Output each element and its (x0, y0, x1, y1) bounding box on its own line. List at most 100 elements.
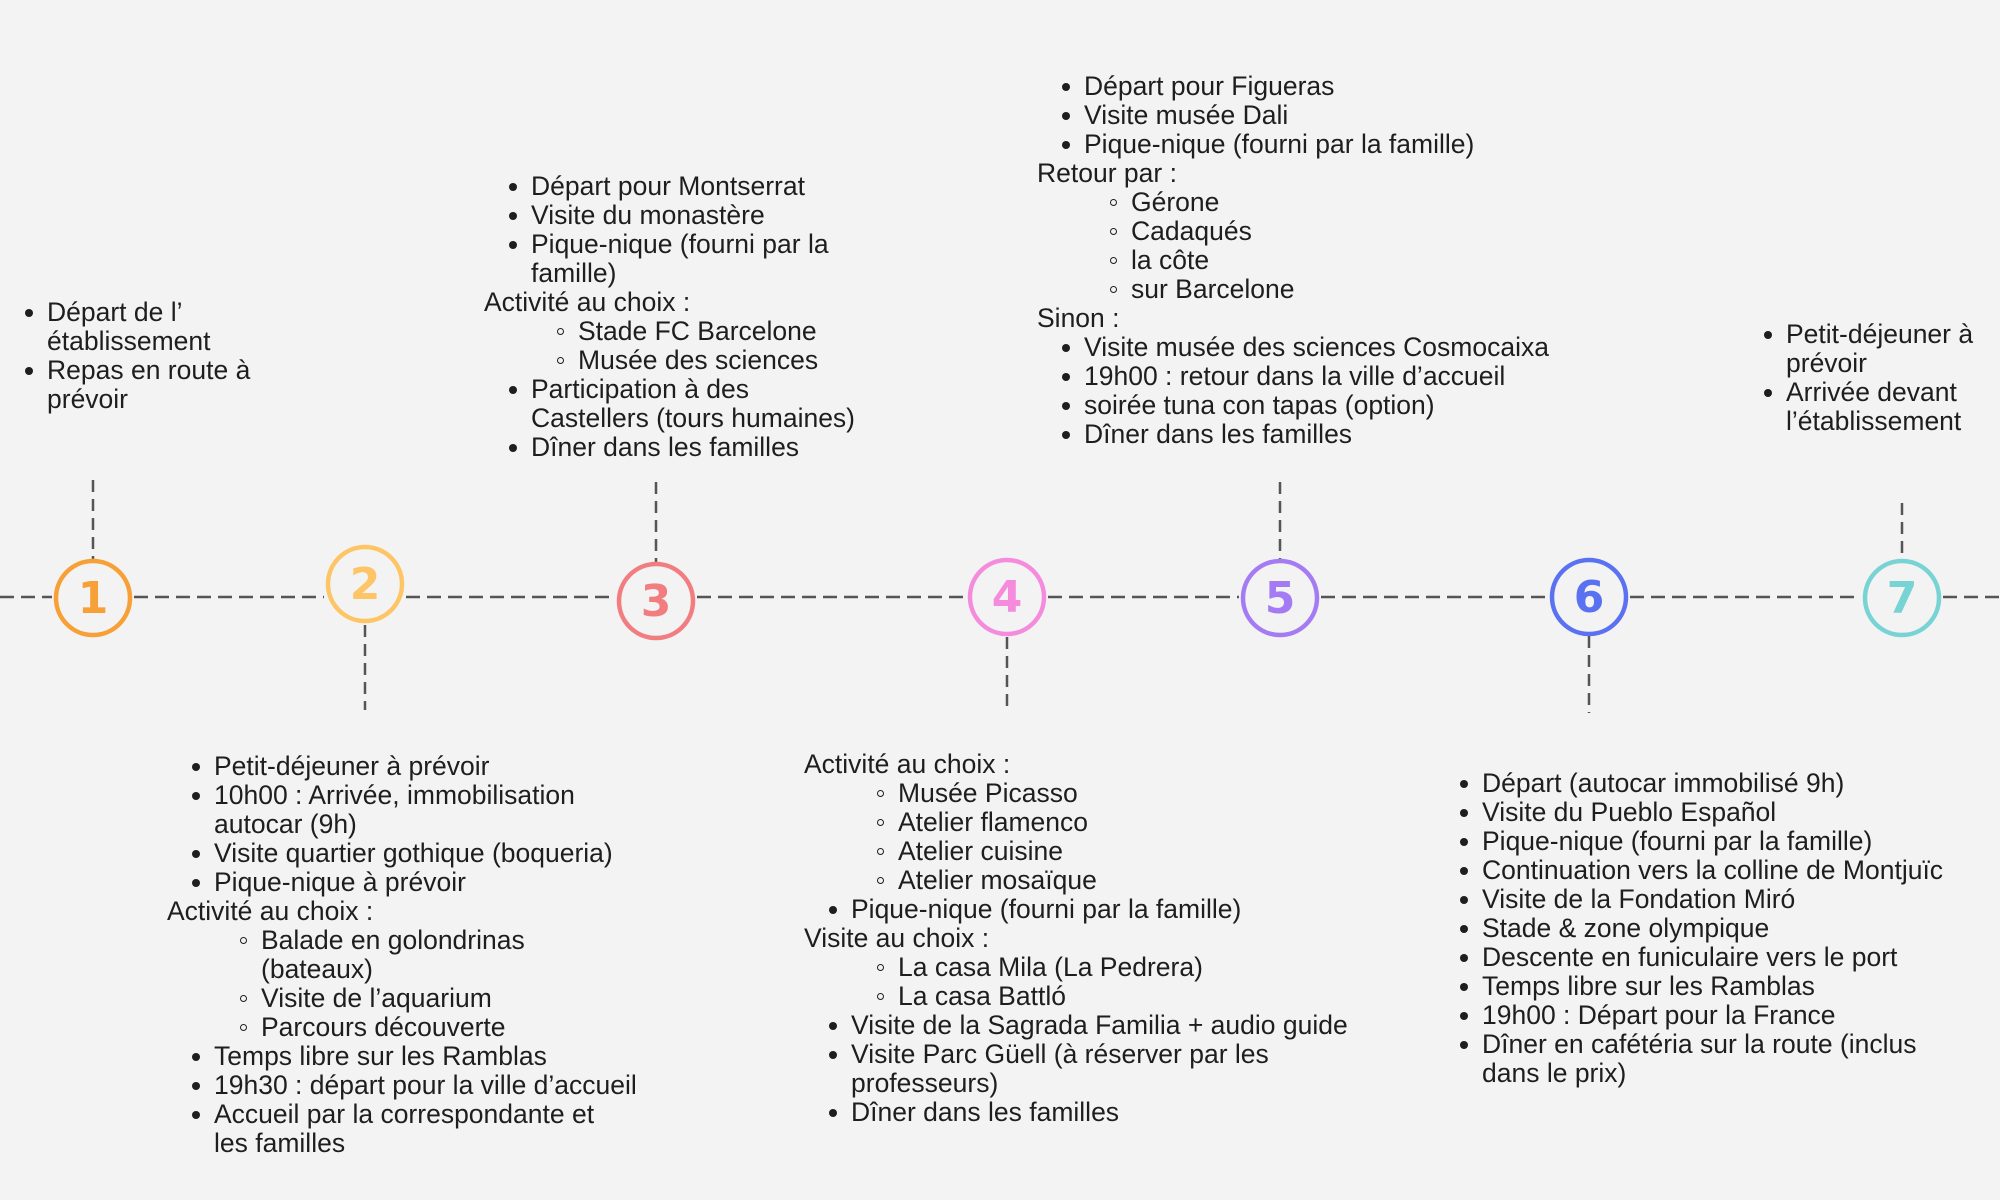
bullet-icon (1460, 925, 1468, 933)
item-text: Stade FC Barcelone (578, 316, 817, 346)
bullet-icon (1764, 389, 1772, 397)
bullet-icon (1460, 896, 1468, 904)
item-text: Visite de la Fondation Miró (1482, 884, 1796, 914)
item-text: Activité au choix : (167, 896, 374, 926)
step-circle (53, 558, 133, 638)
item-text: dans le prix) (1482, 1058, 1627, 1088)
bullet-icon (1062, 344, 1070, 352)
sub-list-item: Balade en golondrinas (167, 926, 637, 955)
bullet-icon (829, 1109, 837, 1117)
step-4-marker: 4 (967, 557, 1047, 637)
item-text: Visite Parc Güell (à réserver par les (851, 1039, 1269, 1069)
list-item: Départ de l’ (0, 298, 250, 327)
item-text: Pique-nique à prévoir (214, 867, 466, 897)
bullet-icon (1062, 83, 1070, 91)
item-text: Atelier flamenco (898, 807, 1089, 837)
item-text: Visite de la Sagrada Familia + audio gui… (851, 1010, 1348, 1040)
list-item: Pique-nique (fourni par la famille) (1037, 130, 1549, 159)
list-item: Repas en route à (0, 356, 250, 385)
list-item: Accueil par la correspondante et (167, 1100, 637, 1129)
item-text: sur Barcelone (1131, 274, 1295, 304)
list-item: Temps libre sur les Ramblas (167, 1042, 637, 1071)
list-item: Visite de la Fondation Miró (1435, 885, 1943, 914)
item-text: Visite musée des sciences Cosmocaixa (1084, 332, 1549, 362)
sub-list-item: Stade FC Barcelone (484, 317, 855, 346)
item-text: Retour par : (1037, 158, 1177, 188)
sub-list-item: Atelier mosaïque (804, 866, 1348, 895)
item-text: Activité au choix : (484, 287, 691, 317)
hollow-bullet-icon (877, 993, 884, 1000)
bullet-icon (1460, 809, 1468, 817)
step-number: 3 (641, 576, 672, 627)
list-item: Visite du monastère (484, 201, 855, 230)
list-item: soirée tuna con tapas (option) (1037, 391, 1549, 420)
bullet-icon (1460, 867, 1468, 875)
list-item: Pique-nique (fourni par la (484, 230, 855, 259)
bullet-icon (1062, 373, 1070, 381)
list-item: Descente en funiculaire vers le port (1435, 943, 1943, 972)
item-text: Stade & zone olympique (1482, 913, 1770, 943)
item-text: Dîner dans les familles (851, 1097, 1120, 1127)
item-text: Musée des sciences (578, 345, 819, 375)
step-number: 5 (1265, 573, 1296, 624)
bullet-icon (1460, 1012, 1468, 1020)
item-text: Repas en route à (47, 355, 251, 385)
item-text: 19h00 : retour dans la ville d’accueil (1084, 361, 1506, 391)
list-item-continuation: les familles (167, 1129, 637, 1158)
list-item: Temps libre sur les Ramblas (1435, 972, 1943, 1001)
sub-list-item: Visite de l’aquarium (167, 984, 637, 1013)
list-item-continuation: prévoir (0, 385, 250, 414)
timeline-connectors (91, 480, 1904, 713)
list-heading: Retour par : (1037, 159, 1549, 188)
sub-list-item: Musée Picasso (804, 779, 1348, 808)
bullet-icon (829, 1051, 837, 1059)
item-text: Pique-nique (fourni par la (531, 229, 829, 259)
item-text: l’établissement (1786, 406, 1962, 436)
hollow-bullet-icon (1110, 286, 1117, 293)
bullet-icon (25, 309, 33, 317)
item-text: Cadaqués (1131, 216, 1252, 246)
step-1-marker: 1 (53, 558, 133, 638)
step-2-marker: 2 (325, 544, 405, 624)
list-item: Continuation vers la colline de Montjuïc (1435, 856, 1943, 885)
item-text: Visite de l’aquarium (261, 983, 492, 1013)
list-item: 19h00 : Départ pour la France (1435, 1001, 1943, 1030)
list-item: Visite quartier gothique (boqueria) (167, 839, 637, 868)
item-text: Participation à des (531, 374, 750, 404)
bullet-icon (1062, 141, 1070, 149)
list-item-continuation: famille) (484, 259, 855, 288)
item-text: Dîner dans les familles (531, 432, 800, 462)
bullet-icon (509, 444, 517, 452)
list-item: Participation à des (484, 375, 855, 404)
list-item: Départ pour Figueras (1037, 72, 1549, 101)
step-circle (616, 561, 696, 641)
item-text: Gérone (1131, 187, 1220, 217)
hollow-bullet-icon (877, 877, 884, 884)
item-text: Dîner dans les familles (1084, 419, 1353, 449)
list-heading: Activité au choix : (484, 288, 855, 317)
sub-list-item: La casa Mila (La Pedrera) (804, 953, 1348, 982)
step-number: 2 (350, 559, 381, 610)
item-text: 10h00 : Arrivée, immobilisation (214, 780, 575, 810)
item-text: soirée tuna con tapas (option) (1084, 390, 1435, 420)
step-circle (1549, 557, 1629, 637)
hollow-bullet-icon (1110, 228, 1117, 235)
bullet-icon (192, 763, 200, 771)
bullet-icon (509, 183, 517, 191)
item-text: Petit-déjeuner à prévoir (214, 751, 490, 781)
item-text: Pique-nique (fourni par la famille) (851, 894, 1242, 924)
item-text: Castellers (tours humaines) (531, 403, 856, 433)
step-number: 7 (1887, 573, 1918, 624)
list-item: 10h00 : Arrivée, immobilisation (167, 781, 637, 810)
sub-list-item: Cadaqués (1037, 217, 1549, 246)
item-text: Visite musée Dali (1084, 100, 1289, 130)
sub-list-item: Musée des sciences (484, 346, 855, 375)
item-text: les familles (214, 1128, 346, 1158)
sub-list-item: la côte (1037, 246, 1549, 275)
bullet-icon (192, 1082, 200, 1090)
hollow-bullet-icon (557, 357, 564, 364)
item-text: établissement (47, 326, 211, 356)
list-heading: Visite au choix : (804, 924, 1348, 953)
